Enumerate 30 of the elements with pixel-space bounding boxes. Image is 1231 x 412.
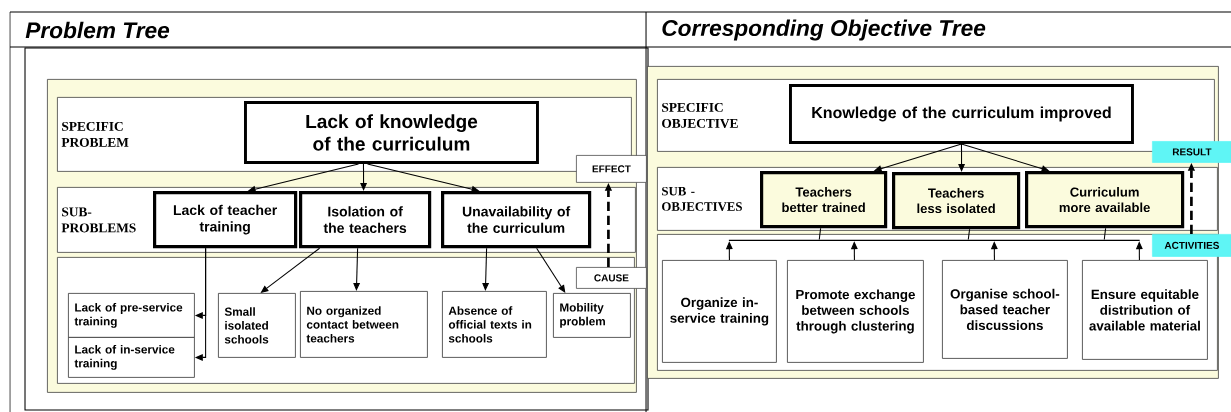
leaf-box: Organise school-based teacher discussions	[942, 260, 1068, 359]
leaf-box: Small isolated schools	[218, 293, 296, 358]
leaf-box: Absence of official texts in schools	[442, 291, 547, 358]
arrow	[536, 247, 566, 293]
sub-box: Teachers better trained	[760, 171, 888, 229]
sub-box: Unavailability of the curriculum	[441, 191, 592, 249]
arrow	[958, 143, 966, 172]
heading: Problem Tree	[25, 21, 170, 39]
leaf-box: No organized contact between teachers	[300, 291, 428, 358]
tag-box: EFFECT	[576, 155, 647, 183]
main-box: Knowledge of the curriculum improved	[789, 84, 1134, 144]
arrow	[482, 247, 490, 291]
leaf-box: Lack of pre-service training	[68, 293, 195, 338]
tag-box: CAUSE	[576, 267, 647, 289]
main-box: Lack of knowledge of the curriculum	[244, 101, 539, 164]
sub-box: Curriculum more available	[1025, 171, 1185, 229]
tag-box: ACTIVITIES	[1152, 234, 1231, 257]
sub-box: Lack of teacher training	[153, 191, 298, 249]
heading: Corresponding Objective Tree	[662, 19, 986, 41]
tag-box: RESULT	[1152, 141, 1231, 163]
leaf-box: Mobility problem	[553, 293, 631, 338]
leaf-box: Ensure equitable distribution of available material	[1082, 260, 1208, 360]
sub-box: Isolation of the teachers	[299, 191, 432, 249]
arrow	[260, 247, 321, 293]
arrow	[353, 247, 361, 291]
sub-box: Teachers less isolated	[892, 172, 1021, 230]
arrow	[360, 163, 368, 191]
leaf-box: Promote exchange between schools through clustering	[787, 260, 924, 363]
leaf-box: Lack of in-service training	[68, 337, 195, 378]
leaf-box: Organize in-service training	[662, 260, 777, 363]
